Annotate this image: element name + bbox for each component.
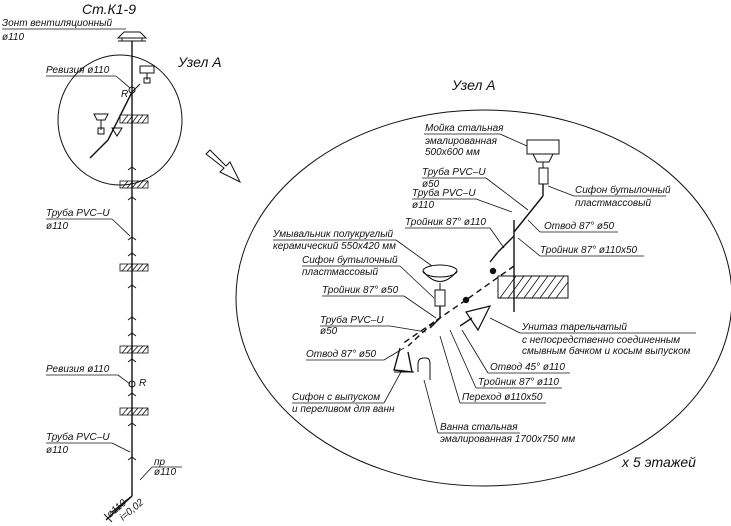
revision-bottom-label: Ревизия ø110: [46, 364, 110, 375]
pr-label-2: ø110: [154, 467, 176, 478]
outlet-pipe: [103, 495, 133, 523]
node-a-detail-ellipse: [235, 109, 731, 487]
node-title: Узел А: [451, 77, 496, 93]
floor-slab-icon: [497, 275, 569, 299]
bath-siphon-icon: [393, 347, 431, 380]
label-washbasin-2: керамический 550x420 мм: [273, 241, 396, 252]
label-wc-3: смывным бачком и косым выпуском: [522, 345, 691, 357]
revision-top-label: Ревизия ø110: [46, 65, 110, 76]
floor-slab-icon: [119, 407, 149, 416]
label-bath-2: эмалированная 1700x750 мм: [440, 434, 575, 445]
r-mark-top: R: [121, 89, 128, 100]
zoom-arrow-icon: [205, 149, 242, 184]
label-sink-1: Мойка стальная: [425, 123, 504, 134]
label-pipe110-2: ø110: [412, 200, 434, 211]
label-wc-1: Унитаз тарельчатый: [521, 322, 627, 333]
pr-label-1: пр: [154, 457, 166, 468]
pipe-low-label-1: Труба PVC–U: [46, 431, 110, 443]
pipe-mid-label-1: Труба PVC–U: [46, 207, 110, 219]
label-siphon-r-1: Сифон бутылочный: [575, 184, 671, 196]
pipe-low-label-2: ø110: [46, 445, 68, 456]
label-sink-2: эмалированная: [425, 136, 498, 147]
label-sink-3: 500x600 мм: [425, 147, 480, 158]
label-bath-1: Ванна стальная: [440, 422, 518, 433]
floors-count: x 5 этажей: [621, 454, 696, 470]
floor-slab-icon: [119, 345, 149, 354]
label-siphon-l-2: пластмассовый: [302, 267, 378, 278]
pipe-clamp-icon: [127, 166, 137, 461]
label-pipe110-1: Труба PVC–U: [412, 187, 476, 199]
mini-branch: [89, 83, 141, 159]
label-bend45-110: Отвод 45° ø110: [490, 362, 565, 373]
vent-hood-label: Зонт вентиляционный: [2, 18, 112, 29]
joint-dot: [489, 267, 497, 275]
label-siphon-l-1: Сифон бутылочный: [302, 254, 398, 266]
label-reducer: Переход ø110x50: [462, 392, 543, 403]
pipe-mid-label-2: ø110: [46, 221, 68, 232]
label-siphon-r-2: пластмассовый: [575, 198, 651, 209]
label-pipe50-2: ø50: [422, 179, 440, 190]
floor-slab-icon: [119, 263, 149, 272]
label-tee87-50: Тройник 87° ø50: [322, 285, 399, 296]
mini-sink-icon: [139, 65, 155, 84]
sink-icon: [526, 139, 560, 185]
revision-bottom-icon: [128, 380, 136, 388]
r-mark-bottom: R: [139, 378, 146, 389]
label-tee87-110-low: Тройник 87° ø110: [478, 377, 559, 388]
label-tee87-110: Тройник 87° ø110: [405, 217, 486, 228]
label-pipe50b-1: Труба PVC–U: [320, 314, 384, 326]
washbasin-icon: [422, 264, 458, 307]
label-siphon-bath-1: Сифон с выпуском: [292, 391, 380, 403]
label-tee87-110x50: Тройник 87° ø110x50: [540, 245, 638, 256]
label-pipe50b-2: ø50: [320, 326, 338, 337]
label-bend87-50-top: Отвод 87° ø50: [544, 221, 615, 232]
riser-title: Ст.К1-9: [82, 1, 136, 17]
node-a-zone: [57, 54, 183, 186]
label-pipe50-1: Труба PVC–U: [422, 166, 486, 178]
floor-slab-icon: [119, 114, 149, 124]
mini-washbasin-icon: [93, 113, 109, 135]
node-a-ref: Узел А: [177, 54, 222, 70]
vent-dia-label: ø110: [2, 32, 24, 43]
joint-dot: [462, 296, 470, 304]
label-wc-2: с непосредственно соединенным: [522, 335, 680, 346]
wc-icon: [465, 305, 492, 332]
mini-wc-icon: [111, 127, 123, 137]
label-bend87-50-low: Отвод 87° ø50: [306, 349, 377, 360]
vent-hood-icon: [116, 31, 148, 42]
label-washbasin-1: Умывальник полукруглый: [272, 229, 394, 240]
sink-branch-pipe: [513, 195, 544, 233]
revision-top-icon: [128, 86, 136, 94]
label-siphon-bath-2: и переливом для ванн: [292, 404, 395, 415]
